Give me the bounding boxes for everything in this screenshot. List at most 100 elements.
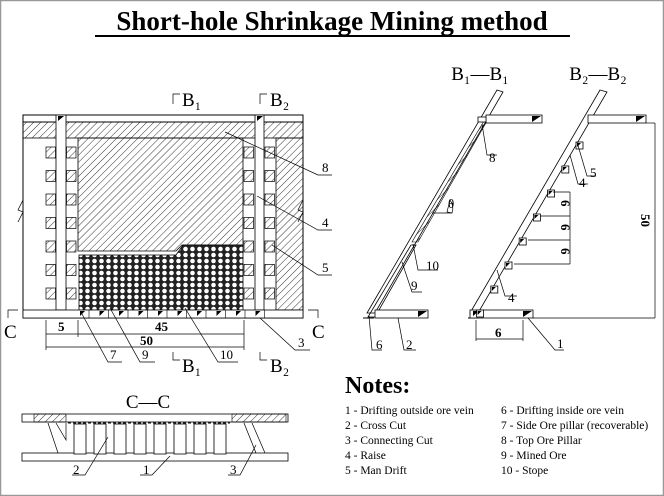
ore-pillar-block xyxy=(66,264,77,276)
cc-callout-2: 2 xyxy=(73,462,80,477)
b2-callout-5: 5 xyxy=(590,165,597,180)
cc-callout-1: 1 xyxy=(143,462,150,477)
notes-heading: Notes: xyxy=(345,373,410,399)
ore-pillar-block xyxy=(66,146,77,159)
ore-pillar-block xyxy=(66,287,77,300)
dim-50: 50 xyxy=(140,333,153,348)
step-mark xyxy=(534,215,539,219)
bottom-drift xyxy=(22,309,304,319)
note-item: 10 - Stope xyxy=(501,465,548,477)
mined-ore xyxy=(78,244,244,311)
section-b1-b1: B₁—B₁ θ 8 10 9 6 2 xyxy=(363,64,543,352)
man-drift-step xyxy=(561,165,570,174)
callout-10: 10 xyxy=(220,347,233,362)
ore-pillar-block xyxy=(264,240,275,253)
drift-connection-mark xyxy=(99,311,105,316)
step-mark xyxy=(477,311,482,315)
ore-pillar-block xyxy=(243,287,254,300)
side-rock-right xyxy=(275,137,304,311)
b2-dim-width: 6 xyxy=(495,325,502,340)
section-cc-title: C—C xyxy=(126,392,170,413)
ore-pillar-block xyxy=(243,217,254,229)
man-drift-steps xyxy=(476,141,584,318)
note-item: 6 - Drifting inside ore vein xyxy=(501,405,624,417)
section-b1-title: B₁—B₁ xyxy=(451,64,509,85)
cross-cut xyxy=(153,423,167,455)
ore-pillar-block xyxy=(243,193,254,206)
callout-3: 3 xyxy=(298,335,305,350)
ore-pillar-block xyxy=(243,264,254,276)
ore-pillar-block xyxy=(45,170,56,182)
drift-connection-mark xyxy=(177,311,183,316)
step-mark xyxy=(520,239,525,243)
man-drift-step xyxy=(476,309,485,318)
b2-callout-4a: 4 xyxy=(579,175,586,190)
ore-pillar-block xyxy=(243,146,254,159)
man-drift-step xyxy=(518,237,527,246)
callout-5: 5 xyxy=(322,260,329,275)
ore-pillar-block xyxy=(45,217,56,229)
ore-pillar-block xyxy=(66,240,77,253)
ore-pillar-block xyxy=(66,170,77,182)
step-mark xyxy=(562,167,567,171)
drift-connection-mark xyxy=(216,311,222,316)
note-item: 7 - Side Ore pillar (recoverable) xyxy=(501,420,648,432)
ore-pillar-block xyxy=(45,146,56,159)
cross-cut xyxy=(193,423,207,455)
note-item: 3 - Connecting Cut xyxy=(345,435,434,447)
raise-left xyxy=(55,114,67,311)
cross-cut xyxy=(73,423,87,455)
section-c-left-label: C xyxy=(4,322,17,343)
b1-callout-6: 6 xyxy=(376,337,383,352)
b1-stope-ore xyxy=(411,120,488,243)
callout-4: 4 xyxy=(322,215,329,230)
ore-pillar-block xyxy=(243,240,254,253)
drift-connection-mark xyxy=(80,311,85,316)
notes: Notes: 1 - Drifting outside ore vein 2 -… xyxy=(345,373,648,477)
note-item: 5 - Man Drift xyxy=(345,465,407,477)
section-b1-top-label: B₁ xyxy=(182,90,201,111)
drift-connection-mark xyxy=(236,311,241,316)
cross-cut xyxy=(113,423,127,455)
ore-pillar-block xyxy=(66,193,77,206)
ore-pillar-block xyxy=(45,287,56,300)
ore-pillar-block xyxy=(264,170,275,182)
drift-connection-mark xyxy=(255,311,261,316)
section-c-c: C—C 2 1 3 xyxy=(21,392,289,477)
ore-pillar-block xyxy=(264,287,275,300)
stope-ore-body xyxy=(77,137,244,252)
b2-dim-step-1: 6 xyxy=(558,200,573,207)
ore-pillar-block xyxy=(45,193,56,206)
cross-cut xyxy=(213,423,227,455)
ore-pillar-block xyxy=(264,193,275,206)
drift-connection-mark xyxy=(138,311,144,316)
callout-9: 9 xyxy=(142,347,149,362)
dim-45: 45 xyxy=(155,319,169,334)
b1-callout-9: 9 xyxy=(411,278,418,293)
note-item: 9 - Mined Ore xyxy=(501,450,566,462)
note-item: 4 - Raise xyxy=(345,450,386,462)
ore-pillar-block xyxy=(243,170,254,182)
callout-7: 7 xyxy=(110,347,117,362)
section-b2-bottom-label: B₂ xyxy=(270,356,289,377)
b2-callout-4b: 4 xyxy=(508,290,515,305)
section-b2-top-label: B₂ xyxy=(270,90,289,111)
ore-pillar-block xyxy=(45,264,56,276)
section-c-right-label: C xyxy=(312,322,325,343)
man-drift-step xyxy=(490,285,499,294)
b1-angle-label: θ xyxy=(448,196,454,211)
ore-pillar-block xyxy=(45,240,56,253)
cross-cut xyxy=(93,423,107,455)
b2-dim-height: 50 xyxy=(638,214,653,227)
drift-connection-mark xyxy=(119,311,124,316)
ore-pillar-block xyxy=(264,264,275,276)
b1-callout-2: 2 xyxy=(406,337,413,352)
section-b2-b2: B₂—B₂ 50 6 6 6 6 5 4 4 1 xyxy=(468,64,656,351)
b1-callout-8: 8 xyxy=(489,150,496,165)
man-drift-step xyxy=(575,141,584,150)
drift-marks xyxy=(80,310,265,318)
b1-callout-10: 10 xyxy=(426,258,439,273)
drift-connection-mark xyxy=(197,311,202,316)
